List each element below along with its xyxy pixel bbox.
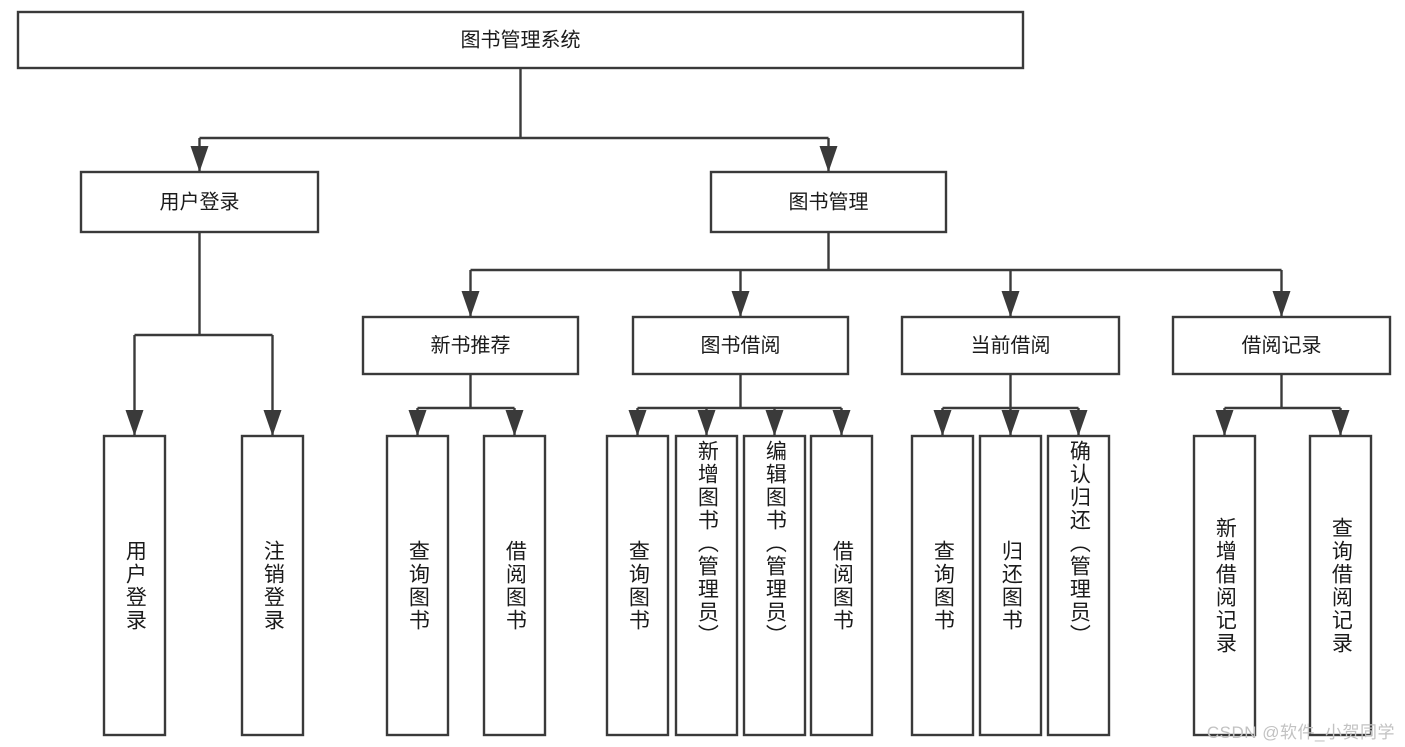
- arrow-head-icon: [1331, 410, 1350, 436]
- node-box-current-borrow[interactable]: [900, 315, 1121, 376]
- arrow-head-icon: [1215, 410, 1234, 436]
- node-box-borrow-query-book[interactable]: [605, 434, 670, 737]
- arrow-head-icon: [628, 410, 647, 436]
- node-label-borrow-records: 借阅记录: [1242, 334, 1322, 357]
- node-box-recommend-query-book[interactable]: [385, 434, 450, 737]
- arrow-head-icon: [505, 410, 524, 436]
- node-box-borrow-edit-book[interactable]: [742, 434, 807, 737]
- node-label-root: 图书管理系统: [461, 28, 581, 51]
- node-box-user-login-leaf[interactable]: [102, 434, 167, 737]
- node-box-records-add[interactable]: [1192, 434, 1257, 737]
- node-box-borrow-records[interactable]: [1171, 315, 1392, 376]
- node-box-recommend-borrow-book[interactable]: [482, 434, 547, 737]
- arrow-head-icon: [1001, 291, 1020, 317]
- node-box-new-book-recommend[interactable]: [361, 315, 580, 376]
- arrow-head-icon: [190, 146, 209, 172]
- arrow-head-icon: [731, 291, 750, 317]
- node-box-user-login[interactable]: [79, 170, 320, 234]
- arrow-head-icon: [461, 291, 480, 317]
- node-box-book-management[interactable]: [709, 170, 948, 234]
- node-box-current-query-book[interactable]: [910, 434, 975, 737]
- watermark: CSDN @软件_小贺同学: [1206, 723, 1395, 742]
- connector-layer: [125, 68, 1350, 436]
- node-label-user-login: 用户登录: [160, 190, 240, 213]
- arrow-head-icon: [765, 410, 784, 436]
- node-label-new-book-recommend: 新书推荐: [431, 334, 511, 357]
- arrow-head-icon: [125, 410, 144, 436]
- node-box-current-return-book[interactable]: [978, 434, 1043, 737]
- node-label-current-borrow: 当前借阅: [971, 334, 1051, 357]
- arrow-head-icon: [1272, 291, 1291, 317]
- arrow-head-icon: [1001, 410, 1020, 436]
- node-label-book-borrow: 图书借阅: [701, 334, 781, 357]
- node-box-borrow-borrow-book[interactable]: [809, 434, 874, 737]
- node-box-records-query[interactable]: [1308, 434, 1373, 737]
- node-box-book-borrow[interactable]: [631, 315, 850, 376]
- node-box-logout-leaf[interactable]: [240, 434, 305, 737]
- box-layer: [16, 10, 1392, 737]
- arrow-head-icon: [933, 410, 952, 436]
- arrow-head-icon: [697, 410, 716, 436]
- node-box-borrow-add-book[interactable]: [674, 434, 739, 737]
- node-label-book-management: 图书管理: [789, 190, 869, 213]
- node-box-current-confirm-return[interactable]: [1046, 434, 1111, 737]
- arrow-head-icon: [819, 146, 838, 172]
- arrow-head-icon: [408, 410, 427, 436]
- arrow-head-icon: [832, 410, 851, 436]
- arrow-head-icon: [1069, 410, 1088, 436]
- node-box-root[interactable]: [16, 10, 1025, 70]
- arrow-head-icon: [263, 410, 282, 436]
